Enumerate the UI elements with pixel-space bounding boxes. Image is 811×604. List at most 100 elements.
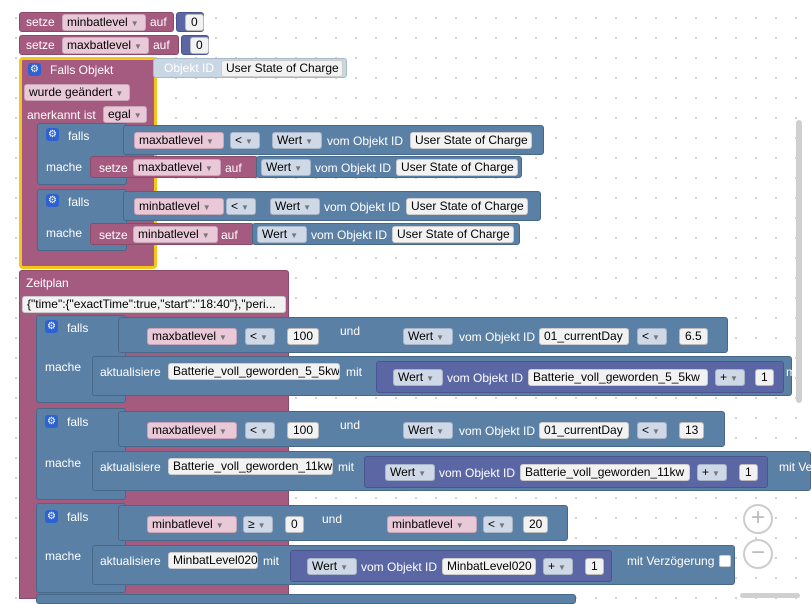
set-variable-block[interactable]: setze minbatlevel▼ auf <box>90 223 254 245</box>
objekt-id-label: Objekt ID <box>164 61 215 75</box>
gear-icon[interactable]: ⚙ <box>46 194 59 207</box>
schedule-spec-field[interactable]: {"time":{"exactTime":true,"start":"18:40… <box>22 296 286 313</box>
wert-dropdown[interactable]: Wert▼ <box>385 464 435 481</box>
falls-label: falls <box>68 129 90 143</box>
gear-icon[interactable]: ⚙ <box>45 320 58 333</box>
zoom-in-button[interactable]: + <box>743 504 773 534</box>
math-add-block[interactable]: Wert▼ vom Objekt ID MinbatLevel020 +▼ 1 <box>290 550 612 582</box>
vertical-scrollbar[interactable] <box>796 120 802 403</box>
object-id-field[interactable]: User State of Charge <box>396 159 518 176</box>
number-field[interactable]: 1 <box>585 558 604 575</box>
trigger-object-block[interactable]: Objekt ID User State of Charge <box>153 58 347 78</box>
target-object-field[interactable]: MinbatLevel020 <box>168 552 258 569</box>
object-id-field[interactable]: User State of Charge <box>410 132 532 149</box>
operator-dropdown[interactable]: <▼ <box>637 328 667 345</box>
variable-dropdown[interactable]: minbatlevel▼ <box>62 14 146 31</box>
if-block[interactable]: ⚙ falls mache <box>37 123 127 185</box>
operator-dropdown[interactable]: <▼ <box>245 328 275 345</box>
gear-icon[interactable]: ⚙ <box>46 128 59 141</box>
and-block[interactable]: maxbatlevel▼ <▼ 100 und Wert▼ vom Objekt… <box>118 411 725 447</box>
dropdown-arrow-icon: ▼ <box>652 333 660 342</box>
gear-icon[interactable]: ⚙ <box>45 415 58 428</box>
set-variable-block[interactable]: setze maxbatlevel▼ auf <box>90 156 258 178</box>
number-field[interactable]: 1 <box>755 369 774 386</box>
dropdown-arrow-icon: ▼ <box>257 521 266 530</box>
variable-dropdown[interactable]: maxbatlevel▼ <box>147 422 237 439</box>
object-id-field[interactable]: User State of Charge <box>392 226 514 243</box>
math-add-block[interactable]: Wert▼ vom Objekt ID Batterie_voll_geword… <box>376 361 784 393</box>
and-block[interactable]: minbatlevel▼ ≥▼ 0 und minbatlevel▼ <▼ 20 <box>118 505 568 541</box>
und-label: und <box>340 324 361 338</box>
trigger-title: Falls Objekt <box>50 63 114 77</box>
number-block[interactable]: 0 <box>176 12 204 32</box>
and-block[interactable]: maxbatlevel▼ <▼ 100 und Wert▼ vom Objekt… <box>118 317 728 353</box>
operator-dropdown[interactable]: <▼ <box>226 198 256 215</box>
number-field[interactable]: 0 <box>185 14 204 31</box>
number-field[interactable]: 0 <box>190 37 209 54</box>
dropdown-arrow-icon: ▼ <box>260 427 268 436</box>
operator-dropdown[interactable]: ≥▼ <box>243 516 273 533</box>
object-id-field[interactable]: 01_currentDay <box>539 328 629 345</box>
target-object-field[interactable]: Batterie_voll_geworden_5_5kw <box>168 363 340 380</box>
math-add-block[interactable]: Wert▼ vom Objekt ID Batterie_voll_geword… <box>364 456 768 488</box>
compare-block[interactable]: minbatlevel▼ <▼ Wert▼ vom Objekt ID User… <box>123 191 541 221</box>
number-block[interactable]: 0 <box>181 35 209 55</box>
number-field[interactable]: 1 <box>739 464 758 481</box>
set-minbatlevel-block[interactable]: setze minbatlevel▼ auf <box>19 12 174 32</box>
variable-dropdown[interactable]: minbatlevel▼ <box>133 226 218 243</box>
dropdown-arrow-icon: ▼ <box>205 164 213 173</box>
wert-dropdown[interactable]: Wert▼ <box>272 132 322 149</box>
gear-icon[interactable]: ⚙ <box>28 63 41 76</box>
dropdown-arrow-icon: ▼ <box>241 203 249 212</box>
get-value-block[interactable]: Wert▼ vom Objekt ID User State of Charge <box>256 156 522 178</box>
variable-dropdown[interactable]: maxbatlevel▼ <box>134 132 224 149</box>
set-maxbatlevel-block[interactable]: setze maxbatlevel▼ auf <box>19 35 179 55</box>
compare-block[interactable]: maxbatlevel▼ <▼ Wert▼ vom Objekt ID User… <box>123 125 544 155</box>
number-field[interactable]: 20 <box>523 516 549 533</box>
operator-dropdown[interactable]: <▼ <box>483 516 513 533</box>
variable-dropdown[interactable]: minbatlevel▼ <box>134 198 224 215</box>
changed-dropdown[interactable]: wurde geändert▼ <box>24 84 130 101</box>
wert-dropdown[interactable]: Wert▼ <box>307 558 357 575</box>
wert-dropdown[interactable]: Wert▼ <box>393 369 443 386</box>
variable-dropdown[interactable]: maxbatlevel▼ <box>62 37 149 54</box>
next-block-partial[interactable] <box>36 594 576 604</box>
object-id-field[interactable]: User State of Charge <box>221 60 343 77</box>
number-field[interactable]: 0 <box>285 516 304 533</box>
variable-dropdown[interactable]: minbatlevel▼ <box>147 516 237 533</box>
zoom-out-button[interactable]: − <box>743 539 773 569</box>
get-value-block[interactable]: Wert▼ vom Objekt ID User State of Charge <box>252 223 520 245</box>
variable-dropdown[interactable]: maxbatlevel▼ <box>133 159 221 176</box>
dropdown-arrow-icon: ▼ <box>652 427 660 436</box>
object-id-field[interactable]: Batterie_voll_geworden_11kw <box>520 464 690 481</box>
variable-dropdown[interactable]: maxbatlevel▼ <box>147 328 237 345</box>
object-id-field[interactable]: Batterie_voll_geworden_5_5kw <box>528 369 708 386</box>
operator-dropdown[interactable]: +▼ <box>697 464 727 481</box>
mit-label: mit <box>263 554 279 568</box>
wert-dropdown[interactable]: Wert▼ <box>270 198 320 215</box>
number-field[interactable]: 6.5 <box>679 328 708 345</box>
falls-label: falls <box>68 195 90 209</box>
horizontal-scrollbar[interactable] <box>740 593 800 598</box>
delay-checkbox[interactable] <box>719 555 731 567</box>
operator-dropdown[interactable]: +▼ <box>543 558 573 575</box>
number-field[interactable]: 13 <box>679 422 705 439</box>
object-id-field[interactable]: 01_currentDay <box>539 422 629 439</box>
operator-dropdown[interactable]: <▼ <box>230 132 260 149</box>
wert-dropdown[interactable]: Wert▼ <box>403 422 453 439</box>
variable-dropdown[interactable]: minbatlevel▼ <box>387 516 477 533</box>
operator-dropdown[interactable]: <▼ <box>245 422 275 439</box>
object-id-field[interactable]: MinbatLevel020 <box>442 558 536 575</box>
operator-dropdown[interactable]: <▼ <box>637 422 667 439</box>
wert-dropdown[interactable]: Wert▼ <box>257 226 307 243</box>
number-field[interactable]: 100 <box>287 422 320 439</box>
number-field[interactable]: 100 <box>287 328 320 345</box>
object-id-field[interactable]: User State of Charge <box>406 198 528 215</box>
gear-icon[interactable]: ⚙ <box>45 510 58 523</box>
target-object-field[interactable]: Batterie_voll_geworden_11kw <box>168 458 333 475</box>
operator-dropdown[interactable]: +▼ <box>715 369 745 386</box>
dropdown-arrow-icon: ▼ <box>340 563 349 572</box>
wert-dropdown[interactable]: Wert▼ <box>403 328 453 345</box>
wert-dropdown[interactable]: Wert▼ <box>261 159 311 176</box>
ack-dropdown[interactable]: egal▼ <box>103 106 147 123</box>
